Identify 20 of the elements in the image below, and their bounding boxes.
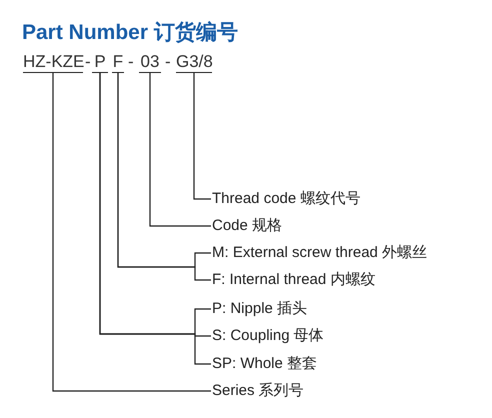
connector-line [193, 73, 211, 200]
code-description: F: Internal thread 内螺纹 [212, 271, 376, 289]
code-description: Series 系列号 [212, 382, 304, 400]
separator-dash: - [165, 52, 171, 72]
part-code-segment: HZ-KZE [23, 52, 83, 73]
connector-line [149, 73, 211, 227]
separator-dash: - [128, 52, 134, 72]
connector-line [52, 73, 211, 392]
part-code-segment: 03 [139, 52, 161, 73]
code-description: Code 规格 [212, 217, 282, 235]
part-code-segment: P [92, 52, 108, 73]
part-code-segment: G3/8 [176, 52, 212, 73]
part-code-segment: F [112, 52, 124, 73]
code-description: SP: Whole 整套 [212, 355, 318, 373]
code-description: P: Nipple 插头 [212, 300, 308, 318]
code-description: S: Coupling 母体 [212, 327, 324, 345]
separator-dash: - [85, 52, 91, 72]
code-description: Thread code 螺纹代号 [212, 190, 360, 208]
title: Part Number 订货编号 [22, 20, 238, 46]
code-description: M: External screw thread 外螺丝 [212, 244, 428, 262]
